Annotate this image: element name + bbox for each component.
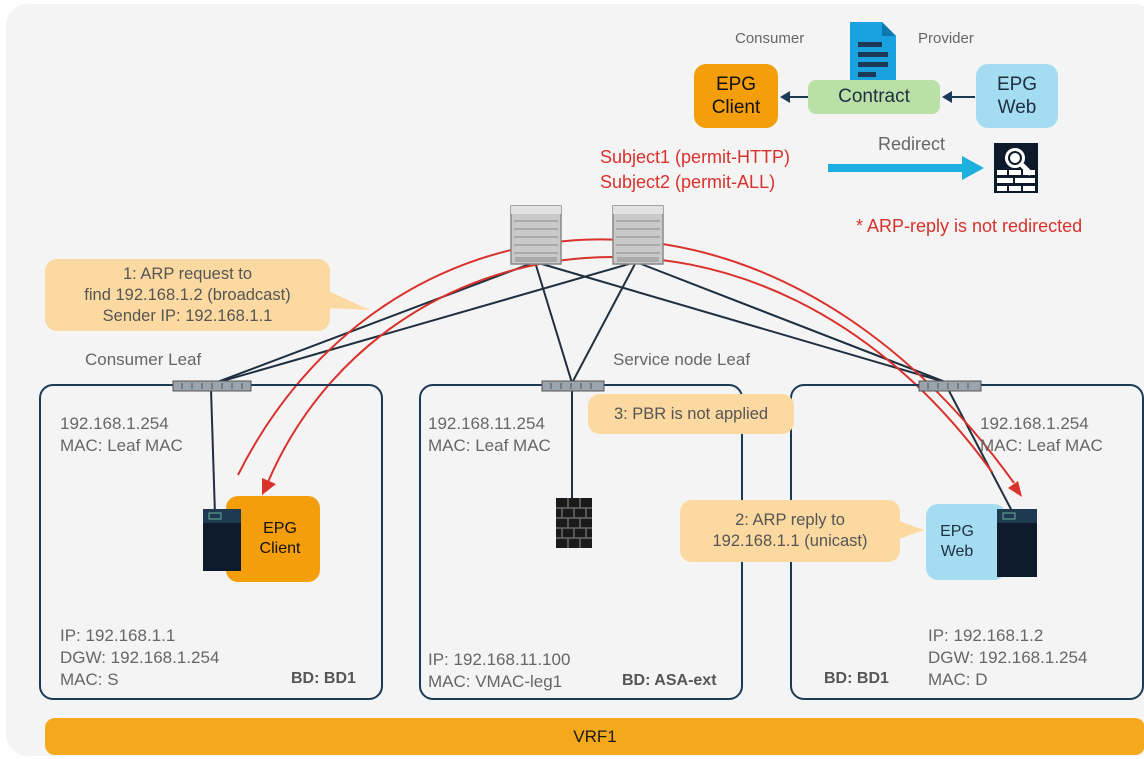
- link-spine2-consumer-leaf: [211, 261, 637, 385]
- service-bd-label: BD: ASA-ext: [622, 672, 717, 689]
- client-gw-mac: MAC: Leaf MAC: [60, 436, 183, 455]
- web-epg-line2: Web: [940, 543, 974, 560]
- consumer-leaf-switch-icon: [172, 380, 252, 392]
- web-epg-line1: EPG: [940, 523, 974, 540]
- consumer-label: Consumer: [735, 30, 805, 47]
- client-epg-box: EPG Client: [226, 496, 320, 582]
- client-dgw: DGW: 192.168.1.254: [60, 648, 220, 667]
- pbr-callout: 3: PBR is not applied: [588, 394, 794, 434]
- service-leaf-label: Service node Leaf: [613, 350, 751, 369]
- subject2-label: Subject2 (permit-ALL): [600, 172, 776, 192]
- arrowhead-contract-client: [780, 91, 790, 103]
- client-server-icon: [203, 509, 241, 571]
- arp-reply-line2: 192.168.1.1 (unicast): [712, 532, 868, 550]
- contract-epg-client-line1: EPG: [715, 74, 757, 95]
- contract-epg-web-line2: Web: [997, 97, 1037, 118]
- subject1-label: Subject1 (permit-HTTP): [600, 147, 791, 167]
- arp-request-line2: find 192.168.1.2 (broadcast): [84, 285, 291, 304]
- arp-request-line3: Sender IP: 192.168.1.1: [102, 306, 273, 325]
- pbr-callout-text: 3: PBR is not applied: [613, 404, 769, 423]
- contract-epg-client-line2: Client: [711, 97, 761, 118]
- client-epg-line2: Client: [259, 540, 301, 557]
- service-gw-ip: 192.168.11.254: [428, 414, 545, 433]
- link-spine2-service-leaf: [571, 261, 637, 384]
- link-web-leaf-server: [947, 388, 1014, 514]
- redirect-arrowhead: [962, 156, 984, 180]
- service-gw-mac: MAC: Leaf MAC: [428, 436, 551, 455]
- contract-document-icon: [850, 22, 896, 84]
- web-server-icon: [997, 509, 1037, 577]
- client-gw-ip: 192.168.1.254: [60, 414, 169, 433]
- service-ip: IP: 192.168.11.100: [428, 650, 571, 669]
- arp-request-arrowhead: [1008, 481, 1022, 497]
- vrf-label: VRF1: [573, 726, 617, 746]
- arp-reply-callout: 2: ARP reply to 192.168.1.1 (unicast): [680, 500, 900, 562]
- contract-epg-web-line1: EPG: [996, 74, 1038, 95]
- client-bd-label: BD: BD1: [291, 670, 356, 687]
- arp-request-line1: 1: ARP request to: [122, 264, 253, 283]
- service-appliance-icon: [994, 143, 1038, 193]
- web-leaf-switch-icon: [918, 380, 982, 392]
- redirect-label: Redirect: [878, 134, 946, 154]
- arp-reply-callout-tail: [896, 520, 924, 540]
- web-dgw: DGW: 192.168.1.254: [928, 648, 1088, 667]
- client-ip: IP: 192.168.1.1: [60, 626, 176, 645]
- web-ip: IP: 192.168.1.2: [928, 626, 1044, 645]
- background-panel: [6, 4, 1144, 756]
- contract-epg-web: EPG Web: [976, 64, 1058, 128]
- consumer-leaf-label: Consumer Leaf: [85, 350, 202, 369]
- provider-label: Provider: [918, 30, 974, 47]
- web-bd-label: BD: BD1: [824, 670, 889, 687]
- arp-request-callout: 1: ARP request to find 192.168.1.2 (broa…: [45, 259, 330, 331]
- link-spine1-web-leaf: [534, 261, 949, 384]
- spine-switch-2-icon: [612, 205, 664, 265]
- contract-epg-client: EPG Client: [694, 64, 778, 128]
- link-consumer-leaf-client: [210, 388, 216, 516]
- client-mac: MAC: S: [60, 670, 119, 689]
- web-gw-ip: 192.168.1.254: [980, 414, 1089, 433]
- arrowhead-web-contract: [942, 91, 952, 103]
- link-spine1-consumer-leaf: [211, 261, 536, 385]
- spine-switch-1-icon: [510, 205, 562, 265]
- firewall-icon: [556, 498, 592, 548]
- link-spine1-service-leaf: [534, 261, 573, 384]
- contract-label: Contract: [838, 86, 910, 107]
- client-epg-line1: EPG: [263, 520, 297, 537]
- vrf-bar: VRF1: [45, 718, 1144, 755]
- arp-reply-line1: 2: ARP reply to: [735, 511, 845, 529]
- web-epg-box: EPG Web: [926, 504, 1006, 580]
- service-mac: MAC: VMAC-leg1: [428, 672, 563, 691]
- link-spine2-web-leaf: [635, 261, 949, 384]
- web-gw-mac: MAC: Leaf MAC: [980, 436, 1103, 455]
- arp-reply-arrowhead: [262, 478, 276, 495]
- service-leaf-switch-icon: [541, 380, 605, 392]
- arp-request-callout-tail: [326, 290, 370, 310]
- web-mac: MAC: D: [928, 670, 988, 689]
- arp-reply-note: * ARP-reply is not redirected: [856, 216, 1083, 236]
- arp-reply-arc: [267, 256, 993, 483]
- arp-request-arc: [237, 238, 1015, 484]
- contract-box: Contract: [808, 80, 940, 114]
